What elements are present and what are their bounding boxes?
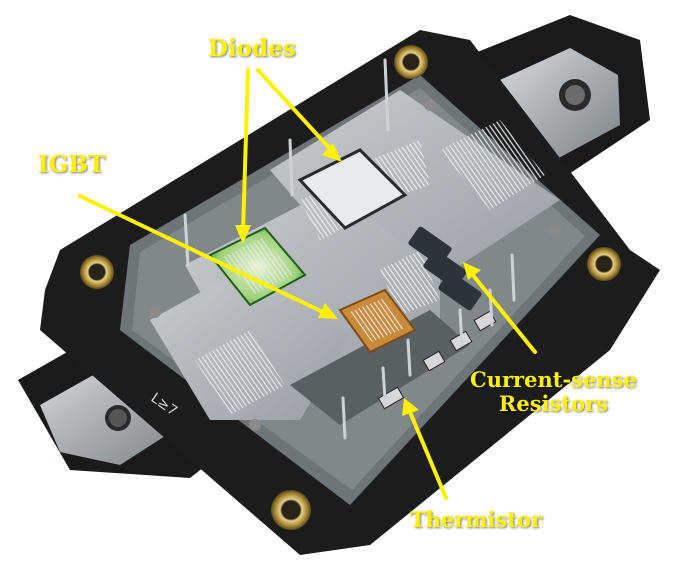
label-diodes: Diodes	[208, 35, 296, 62]
callout-arrows	[78, 68, 537, 500]
current-sense-resistors	[408, 226, 482, 311]
mounting-bushings	[80, 45, 621, 530]
signal-pins	[183, 58, 516, 440]
label-current-sense-line1: Current-sense	[470, 367, 637, 392]
screws	[149, 99, 561, 431]
label-thermistor: Thermistor	[410, 507, 543, 532]
bond-wires-lower-left	[195, 330, 285, 415]
bond-wires-right	[440, 120, 545, 210]
label-current-sense-line2: Resistors	[498, 391, 608, 417]
label-igbt: IGBT	[38, 151, 105, 178]
igbt-chip-copper	[338, 288, 417, 354]
label-current-sense-resistors: Current-sense Resistors	[470, 367, 637, 417]
igbt-chip-green	[208, 226, 307, 307]
